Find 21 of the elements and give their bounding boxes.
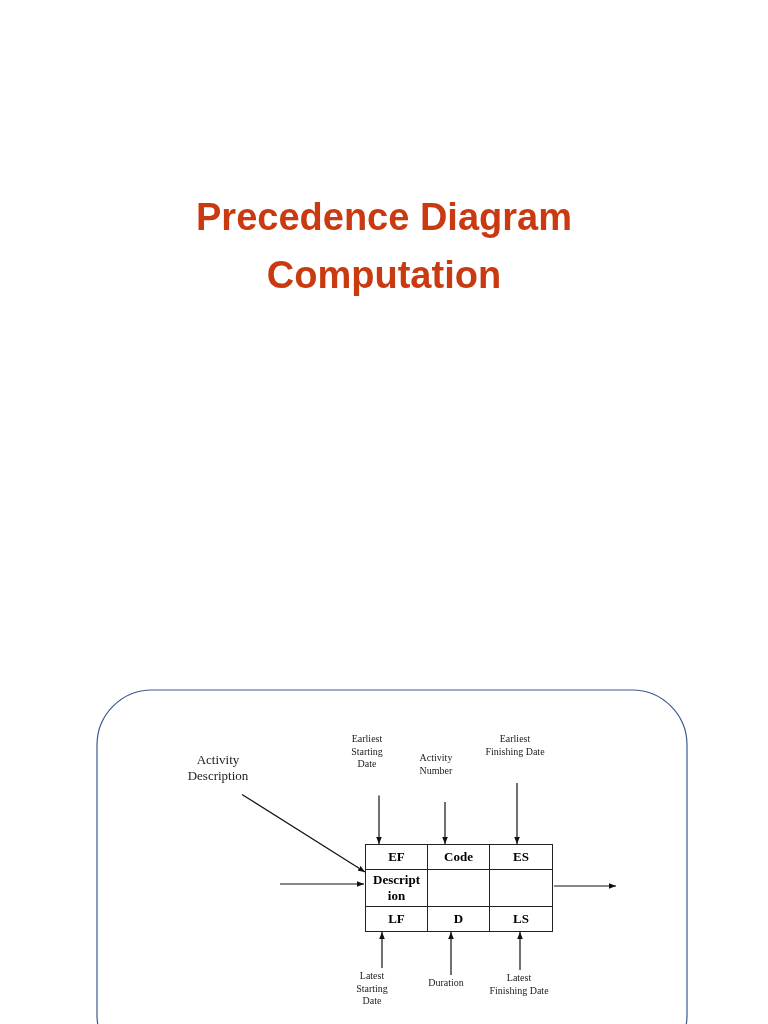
callout-label: Latest Finishing Date xyxy=(489,972,549,997)
table-cell: Descript ion xyxy=(366,870,428,907)
arrow xyxy=(517,931,523,971)
arrow xyxy=(279,881,365,887)
arrow xyxy=(553,883,617,889)
arrow xyxy=(376,794,382,845)
callout-label: Duration xyxy=(416,977,476,990)
callout-label: Earliest Starting Date xyxy=(342,733,392,771)
table-cell: EF xyxy=(366,845,428,870)
arrow xyxy=(442,801,448,845)
callout-label: Latest Starting Date xyxy=(347,970,397,1008)
activity-table xyxy=(365,844,553,932)
arrow xyxy=(379,931,385,969)
title: Precedence Diagram Computation xyxy=(195,195,573,298)
callout-label: Activity Description xyxy=(178,752,258,785)
table-cell: Code xyxy=(428,845,490,870)
arrow xyxy=(448,931,454,976)
arrow xyxy=(241,793,366,873)
callout-label: Activity Number xyxy=(411,752,461,777)
callout-label: Earliest Finishing Date xyxy=(485,733,545,758)
arrow xyxy=(514,782,520,845)
